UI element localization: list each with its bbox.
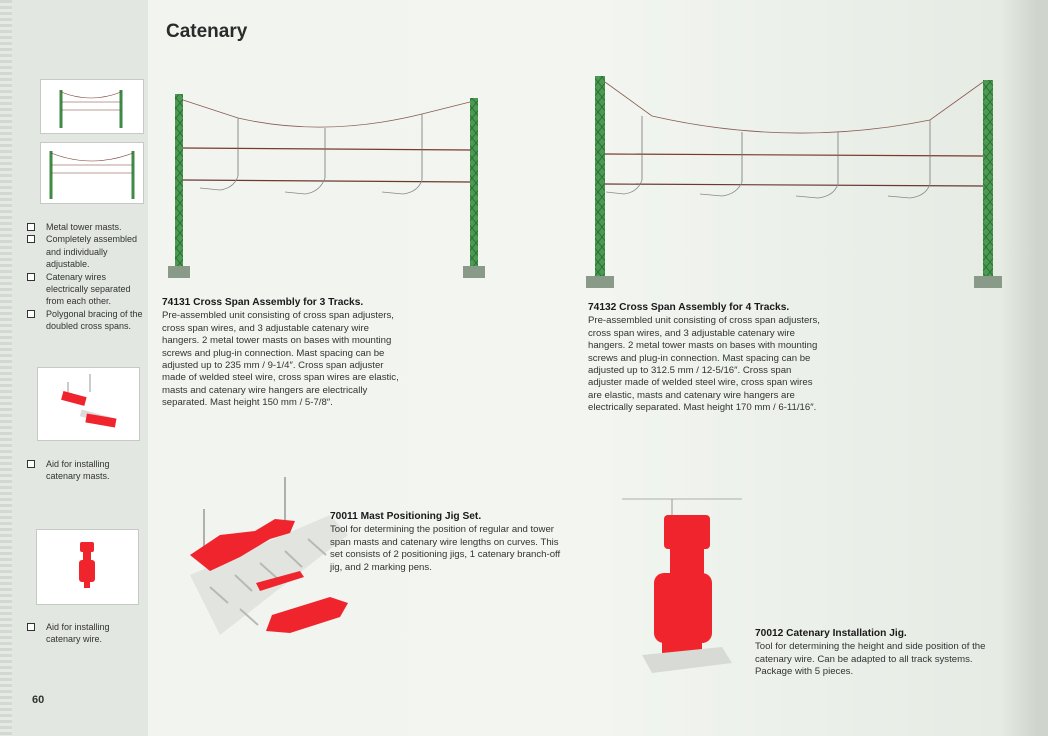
- thumbnail-mast-jig: [37, 367, 140, 441]
- checkbox-bullet-icon: [27, 623, 35, 631]
- product-70011: 70011 Mast Positioning Jig Set. Tool for…: [330, 511, 580, 574]
- product-desc-line: set consists of 2 positioning jigs, 1 ca…: [330, 549, 561, 561]
- product-74131: 74131 Cross Span Assembly for 3 Tracks. …: [162, 297, 422, 410]
- checkbox-bullet-icon: [27, 309, 35, 318]
- left-mast: [595, 76, 605, 278]
- thumbnail-4-track-catenary: [40, 142, 144, 204]
- mini-catenary-icon: [59, 90, 123, 128]
- checkbox-bullet-icon: [27, 272, 35, 281]
- product-desc-line: masts and catenary wire hangers are elec…: [162, 384, 368, 396]
- mini-mast-jig-icon: [61, 374, 117, 428]
- product-desc-line: Package with 5 pieces.: [755, 666, 854, 678]
- cross-span-wire: [182, 99, 471, 128]
- page-right-edge: [1038, 0, 1048, 736]
- product-desc-line: adjuster made of welded steel wire, cros…: [588, 377, 813, 389]
- feature-list-catenary: Metal tower masts. Completely assembled …: [26, 221, 146, 333]
- checkbox-bullet-icon: [27, 235, 35, 244]
- product-desc-line: electrically separated. Mast height 170 …: [588, 402, 817, 414]
- product-desc-line: screws and plug-in connection. Mast spac…: [162, 347, 385, 359]
- cross-span-wire: [604, 81, 984, 134]
- jig-red-part: [256, 571, 304, 591]
- product-desc-line: jig, and 2 marking pens.: [330, 561, 432, 573]
- mast-positioning-jig-illustration: [190, 477, 348, 635]
- right-mast-base: [974, 276, 1002, 288]
- page-binding-edge: [0, 0, 12, 736]
- jig-red-part: [190, 519, 295, 571]
- page-number: 60: [32, 694, 45, 706]
- product-desc-line: hangers. 2 metal tower masts on bases wi…: [588, 340, 818, 352]
- product-74132: 74132 Cross Span Assembly for 4 Tracks. …: [588, 302, 858, 415]
- right-mast-base: [463, 266, 485, 278]
- feature-item: Completely assembled and individually ad…: [26, 233, 146, 270]
- right-mast: [470, 98, 478, 270]
- feature-list-mast-jig: Aid for installing catenary masts.: [26, 458, 146, 483]
- product-desc-line: adjusted up to 312.5 mm / 12-5/16″. Cros…: [588, 365, 792, 377]
- catenary-installation-jig-illustration: [622, 498, 742, 673]
- feature-list-installation-jig: Aid for installing catenary wire.: [26, 621, 146, 646]
- mini-installation-jig-icon: [79, 542, 95, 588]
- product-heading: 70011 Mast Positioning Jig Set.: [330, 511, 482, 522]
- left-mast-base: [168, 266, 190, 278]
- cross-span-3-tracks-illustration: [168, 94, 485, 278]
- feature-item: Polygonal bracing of the doubled cross s…: [26, 308, 146, 333]
- thumbnail-3-track-catenary: [40, 79, 144, 134]
- product-desc-line: made of welded steel wire, cross span wi…: [162, 372, 399, 384]
- feature-item: Metal tower masts.: [26, 221, 146, 233]
- product-desc-line: hangers. 2 metal tower masts on bases wi…: [162, 335, 392, 347]
- lower-cross-wire: [182, 179, 471, 183]
- mini-catenary-icon: [49, 151, 135, 199]
- lower-cross-wire: [604, 183, 984, 187]
- product-desc-line: separated. Mast height 150 mm / 5-7/8″.: [162, 397, 333, 409]
- left-mast-base: [586, 276, 614, 288]
- product-desc-line: cross span wires, and 3 adjustable caten…: [162, 322, 369, 334]
- feature-item: Aid for installing catenary wire.: [26, 621, 146, 646]
- page-title: Catenary: [166, 21, 248, 42]
- track-section: [190, 515, 348, 635]
- cross-span-4-tracks-illustration: [586, 76, 1002, 288]
- product-desc-line: Tool for determining the position of reg…: [330, 524, 554, 536]
- product-70012: 70012 Catenary Installation Jig. Tool fo…: [755, 628, 1025, 679]
- right-mast: [983, 80, 993, 278]
- upper-cross-wire: [182, 147, 471, 151]
- product-desc-line: span masts and catenary wire lengths on …: [330, 536, 559, 548]
- checkbox-bullet-icon: [27, 223, 35, 231]
- product-desc-line: adjusted up to 235 mm / 9-1/4″. Cross sp…: [162, 360, 384, 372]
- product-desc-line: Tool for determining the height and side…: [755, 641, 986, 653]
- product-desc-line: cross span wires, and 3 adjustable caten…: [588, 327, 795, 339]
- product-heading: 70012 Catenary Installation Jig.: [755, 628, 907, 639]
- product-desc-line: Pre-assembled unit consisting of cross s…: [588, 315, 820, 327]
- thumbnail-installation-jig: [36, 529, 139, 605]
- feature-item: Catenary wires electrically separated fr…: [26, 271, 146, 308]
- upper-cross-wire: [604, 153, 984, 157]
- feature-item: Aid for installing catenary masts.: [26, 458, 146, 483]
- product-desc-line: are elastic, masts and catenary wire han…: [588, 389, 795, 401]
- left-mast: [175, 94, 183, 270]
- product-desc-line: screws and plug-in connection. Mast spac…: [588, 352, 811, 364]
- product-desc-line: Pre-assembled unit consisting of cross s…: [162, 310, 394, 322]
- jig-red-part: [266, 597, 348, 633]
- product-heading: 74132 Cross Span Assembly for 4 Tracks.: [588, 302, 790, 313]
- product-desc-line: catenary wire. Can be adapted to all tra…: [755, 653, 973, 665]
- checkbox-bullet-icon: [27, 460, 35, 468]
- product-heading: 74131 Cross Span Assembly for 3 Tracks.: [162, 297, 364, 308]
